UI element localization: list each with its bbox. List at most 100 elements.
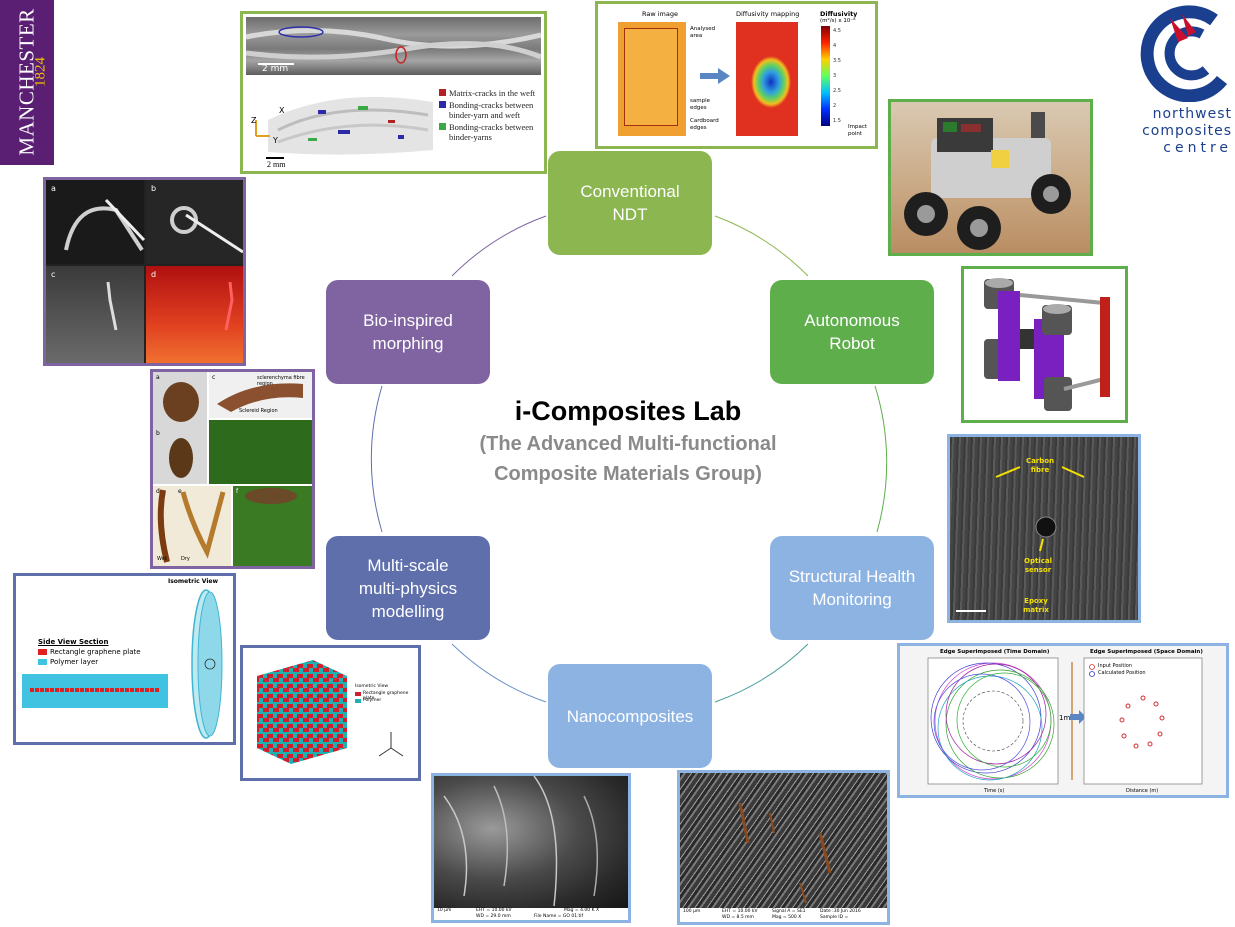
thermo-arrow-icon: [700, 68, 730, 84]
arc-nano-to-model: [451, 643, 547, 703]
lab-title: i-Composites Lab: [514, 396, 742, 426]
fibre-sensor-label: Optical sensor: [1024, 557, 1052, 574]
bio-label-a: a: [51, 184, 56, 193]
node-robot-line-2: Robot: [829, 334, 875, 353]
edge-superimposed-plot: Edge Superimposed (Time Domain) Edge Sup…: [897, 643, 1229, 798]
edge-legend-calc: Calculated Position: [1098, 670, 1146, 676]
ct-legend-item-1: Matrix-cracks in the weft: [449, 88, 536, 98]
side-view-title: Side View Section: [38, 638, 109, 646]
ct-legend-swatch-2: [439, 101, 446, 108]
node-shm-line-1: Structural Health: [788, 567, 916, 586]
arc-shm-to-nano: [714, 643, 809, 703]
edge-time-title: Edge Superimposed (Time Domain): [940, 649, 1050, 655]
pine-dry-label: Dry: [181, 556, 190, 562]
sem2-databar: 100 μm EHT = 10.00 kV WD = 8.5 mm Signal…: [680, 908, 887, 922]
thermo-cardboard-edges-label: Cardboard edges: [690, 118, 719, 131]
thermo-impact-label: Impact point: [848, 124, 868, 137]
ct-legend-swatch-1: [439, 89, 446, 96]
thermo-bar-unit: (m²/s) x 10⁻⁶: [820, 18, 856, 24]
sem-graphene-oxide-image: 10 μm EHT = 10.00 kV WD = 29.0 mm Mag = …: [431, 773, 631, 923]
side-legend-swatch-1: [38, 649, 47, 655]
side-legend-1: Rectangle graphene plate: [38, 648, 141, 656]
fibre-epoxy-label: Epoxy matrix: [1023, 597, 1049, 614]
edge-dist-label: 1m: [1059, 714, 1071, 722]
robot-cad-model: [961, 266, 1128, 423]
sem2-meta-4: Mag = 500 X: [772, 915, 802, 920]
manchester-logo: MANCHESTER 1824: [0, 0, 54, 165]
arc-ndt-to-robot: [714, 215, 809, 277]
lab-subtitle-line-1: (The Advanced Multi-functional: [479, 433, 777, 455]
pinecone-structure-image: a b c d e f sclerenchyma fibre region Sc…: [150, 369, 315, 569]
node-model-line-3: modelling: [371, 601, 445, 621]
node-model-line-1: Multi-scale: [367, 555, 449, 575]
pine-label-c: c: [212, 374, 216, 381]
edge-time-xlabel: Time (s): [984, 788, 1005, 794]
thermo-tick-7: 1.5: [833, 118, 841, 124]
sem2-scale: 100 μm: [683, 909, 701, 914]
sem2-meta-6: Sample ID =: [820, 915, 849, 920]
side-legend-text-1: Rectangle graphene plate: [50, 648, 141, 656]
edge-space-xlabel: Distance (m): [1126, 788, 1159, 794]
ct-scale-label-bottom: 2 mm: [267, 160, 286, 169]
node-ndt-line-2: NDT: [612, 205, 648, 224]
edge-legend-input: Input Position: [1098, 663, 1133, 669]
thermo-tick-3: 3.5: [833, 58, 841, 64]
sem2-meta-5: Date :30 Jun 2016: [820, 909, 861, 914]
node-model-line-2: multi-physics: [358, 578, 458, 598]
bio-panel-d: [146, 266, 243, 363]
pine-label-f: f: [236, 488, 239, 495]
bio-panel-c: [46, 266, 144, 363]
thermo-sample-edges-label: sample edges: [690, 98, 710, 111]
fibre-carbon-label: Carbon fibre: [1025, 457, 1055, 474]
thermo-colorbar-ticks: 4.5 4 3.5 3 2.5 2 1.5: [833, 24, 841, 129]
cube-leg-title: Isometric View: [355, 684, 389, 689]
sem1-meta-1: EHT = 10.00 kV: [476, 908, 512, 913]
sem1-meta-3: Mag = 4.00 K X: [564, 908, 600, 913]
side-iso-title: Isometric View: [168, 578, 218, 585]
thermo-bar-title: Diffusivity: [820, 10, 858, 18]
ct-legend-item-2: Bonding-cracks between binder-yarn and w…: [449, 100, 534, 120]
bio-label-b: b: [151, 184, 157, 193]
ct-axis-z: Z: [251, 116, 257, 125]
node-ndt-line-1: Conventional: [580, 182, 680, 201]
arc-model-to-bio: [370, 385, 383, 533]
ct-axis-x: X: [279, 106, 285, 115]
thermo-tick-6: 2: [833, 103, 837, 109]
node-bio-line-1: Bio-inspired: [363, 311, 453, 330]
sem1-scale: 10 μm: [437, 908, 452, 913]
nwcc-emblem-icon: [1140, 5, 1228, 102]
bio-label-c: c: [51, 270, 56, 279]
autonomous-robot-photo: [888, 99, 1093, 256]
edge-space-title: Edge Superimposed (Space Domain): [1090, 649, 1203, 655]
node-shm-line-2: Monitoring: [812, 590, 892, 609]
nwcc-line-2: composites: [1142, 123, 1232, 139]
edge-space-plot: [1083, 657, 1203, 785]
sem2-meta-1: EHT = 10.00 kV: [722, 909, 758, 914]
node-multiscale-modelling: Multi-scale multi-physics modelling: [326, 536, 490, 640]
sem1-meta-4: File Name = GO 01.tif: [534, 914, 584, 919]
sem2-meta-2: WD = 8.5 mm: [722, 915, 754, 920]
nwcc-logo: northwest composites centre: [1130, 2, 1235, 162]
thermo-colorbar: [821, 26, 830, 126]
node-bio-line-2: morphing: [372, 334, 444, 353]
side-legend-swatch-2: [38, 659, 47, 665]
manchester-year: 1824: [32, 57, 49, 87]
pine-sclereid-label: Sclereid Region: [239, 408, 278, 414]
ct-scale-label-top: 2 mm: [262, 64, 289, 74]
edge-time-circles: [927, 657, 1073, 785]
node-nanocomposites: Nanocomposites: [548, 664, 712, 768]
ct-legend-swatch-3: [439, 123, 446, 130]
thermo-diffusivity-map: [736, 22, 798, 136]
bio-morphing-sequence: a b c d: [43, 177, 246, 366]
pine-sclerenchyma-label: sclerenchyma fibre region: [257, 375, 305, 387]
sem2-meta-3: Signal A = SE1: [772, 909, 806, 914]
pine-label-d: d: [156, 488, 160, 495]
nwcc-line-3: centre: [1163, 140, 1232, 156]
optical-sensor-micrograph: Carbon fibre Optical sensor Epoxy matrix: [947, 434, 1141, 623]
cube-leg-2: Polymer: [363, 698, 382, 703]
node-robot-line-1: Autonomous: [804, 311, 900, 330]
ct-legend-item-3: Bonding-cracks between binder-yarns: [449, 122, 534, 142]
node-bio-inspired-morphing: Bio-inspired morphing: [326, 280, 490, 384]
